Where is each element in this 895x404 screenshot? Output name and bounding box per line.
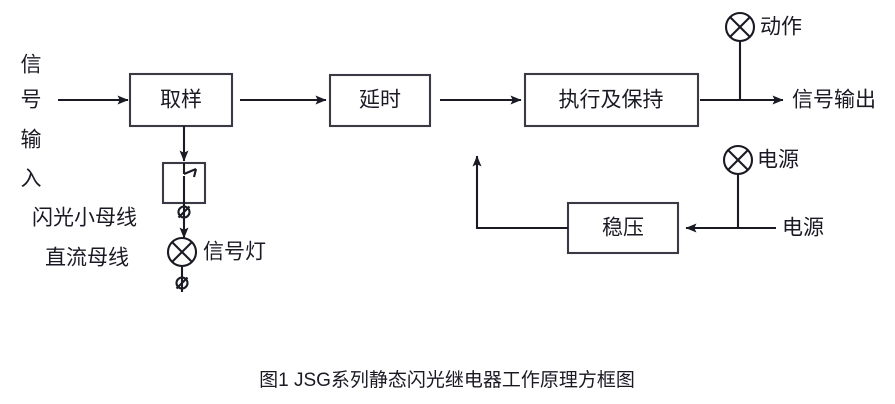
action-lamp-label: 动作 [760,16,802,39]
flash-bus-label: 闪光小母线 [32,207,137,230]
block-regulator[interactable]: 稳压 [566,201,680,255]
block-regulator-label: 稳压 [602,217,644,240]
terminal-lower-slash-icon [175,276,189,290]
block-delay-rect[interactable] [328,73,432,128]
relay-contact-hook-icon [192,168,198,178]
terminal-lower [175,266,189,292]
block-sampling-rect[interactable] [128,72,234,128]
block-delay[interactable]: 延时 [328,73,432,128]
input-char-1: 信 [21,54,42,77]
power-source-label: 电源 [782,217,824,240]
relay-contact-box[interactable] [161,161,207,205]
action-lamp-x2-icon [729,16,751,38]
block-sampling[interactable]: 取样 [128,72,234,128]
input-char-4: 入 [21,168,42,191]
action-lamp-group: 动作 [724,11,802,100]
dc-bus-label: 直流母线 [45,247,129,270]
input-char-2: 号 [21,89,42,112]
block-execute-label: 执行及保持 [559,89,664,112]
block-sampling-label: 取样 [160,89,202,112]
signal-lamp-x2-icon [171,241,193,263]
block-delay-label: 延时 [359,89,401,112]
power-lamp-label: 电源 [757,149,799,172]
block-execute[interactable]: 执行及保持 [523,72,700,128]
relay-contact-blade-icon [183,168,197,175]
power-lamp-x2-icon [727,149,749,171]
terminal-upper-circle-icon [177,205,191,219]
terminal-upper-slash-icon [177,205,191,219]
signal-lamp-group: 信号灯 [166,236,266,268]
power-lamp-group: 电源 [722,144,799,228]
signal-lamp-label: 信号灯 [203,241,266,264]
figure-caption: 图1 JSG系列静态闪光继电器工作原理方框图 [259,369,635,391]
wire-regulator-to-execute [472,155,568,230]
signal-output-label: 信号输出 [792,89,876,112]
terminal-lower-circle-icon [175,276,189,290]
terminal-upper [177,203,191,239]
block-execute-rect[interactable] [523,72,700,128]
signal-input-label: 信 号 输 入 [21,54,42,191]
input-char-3: 输 [21,129,42,152]
